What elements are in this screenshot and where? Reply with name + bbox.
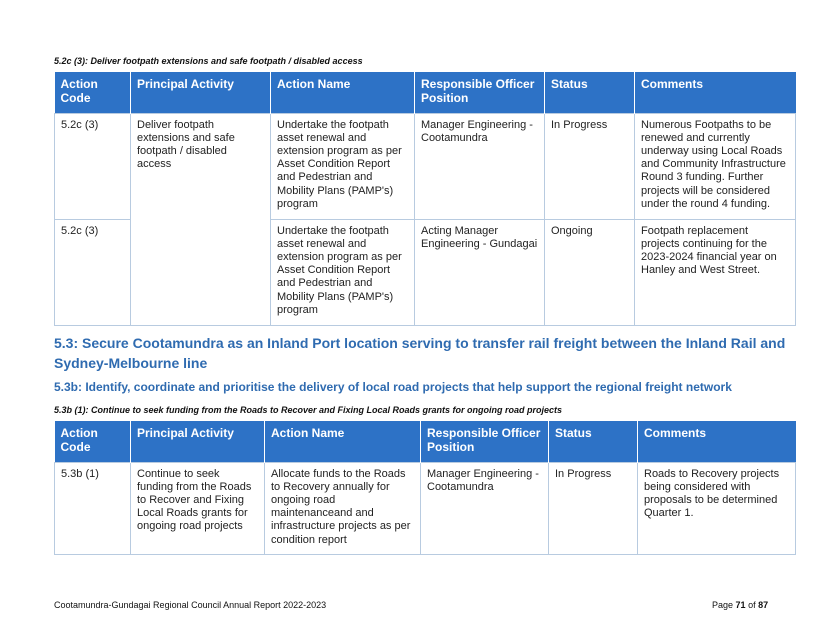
cell-comments: Roads to Recovery projects being conside… bbox=[637, 461, 796, 555]
section-heading-5-3: 5.3: Secure Cootamundra as an Inland Por… bbox=[54, 335, 786, 371]
page-label: Page bbox=[712, 600, 734, 610]
cell-action-code: 5.3b (1) bbox=[54, 461, 131, 555]
current-page: 71 bbox=[735, 600, 746, 610]
section-heading-5-3b: 5.3b: Identify, coordinate and prioritis… bbox=[54, 380, 732, 394]
cell-officer: Manager Engineering - Cootamundra bbox=[414, 112, 545, 220]
total-pages: 87 bbox=[758, 600, 769, 610]
header-principal-activity: Principal Activity bbox=[130, 421, 265, 462]
section-subheading: 5.3b (1): Continue to seek funding from … bbox=[54, 405, 563, 415]
cell-officer: Manager Engineering - Cootamundra bbox=[420, 461, 549, 555]
header-status: Status bbox=[544, 72, 635, 113]
cell-principal-activity: Deliver footpath extensions and safe foo… bbox=[130, 112, 271, 326]
cell-officer: Acting Manager Engineering - Gundagai bbox=[414, 218, 545, 326]
header-status: Status bbox=[548, 421, 638, 462]
road-funding-table: Action Code Principal Activity Action Na… bbox=[54, 421, 796, 555]
header-comments: Comments bbox=[634, 72, 796, 113]
header-action-name: Action Name bbox=[270, 72, 415, 113]
cell-principal-activity: Continue to seek funding from the Roads … bbox=[130, 461, 265, 555]
cell-action-code: 5.2c (3) bbox=[54, 112, 131, 220]
header-principal-activity: Principal Activity bbox=[130, 72, 271, 113]
table-row: 5.3b (1) Continue to seek funding from t… bbox=[54, 461, 796, 555]
cell-comments: Footpath replacement projects continuing… bbox=[634, 218, 796, 326]
cell-action-name: Undertake the footpath asset renewal and… bbox=[270, 218, 415, 326]
cell-status: In Progress bbox=[548, 461, 638, 555]
footer-page-number: Page 71 of 87 bbox=[712, 600, 768, 610]
header-responsible-officer: Responsible Officer Position bbox=[420, 421, 549, 462]
header-action-name: Action Name bbox=[264, 421, 421, 462]
cell-status: In Progress bbox=[544, 112, 635, 220]
section-subheading: 5.2c (3): Deliver footpath extensions an… bbox=[54, 56, 363, 66]
footer-report-title: Cootamundra-Gundagai Regional Council An… bbox=[54, 600, 327, 610]
table-row: 5.2c (3) Deliver footpath extensions and… bbox=[54, 112, 796, 326]
header-responsible-officer: Responsible Officer Position bbox=[414, 72, 545, 113]
header-action-code: Action Code bbox=[54, 72, 131, 113]
of-label: of bbox=[748, 600, 756, 610]
cell-status: Ongoing bbox=[544, 218, 635, 326]
cell-action-name: Undertake the footpath asset renewal and… bbox=[270, 112, 415, 220]
header-comments: Comments bbox=[637, 421, 796, 462]
cell-action-code: 5.2c (3) bbox=[54, 218, 131, 326]
cell-action-name: Allocate funds to the Roads to Recovery … bbox=[264, 461, 421, 555]
cell-comments: Numerous Footpaths to be renewed and cur… bbox=[634, 112, 796, 220]
header-action-code: Action Code bbox=[54, 421, 131, 462]
footpath-actions-table: Action Code Principal Activity Action Na… bbox=[54, 72, 796, 326]
table-row: 5.2c (3) Undertake the footpath asset re… bbox=[54, 218, 796, 326]
